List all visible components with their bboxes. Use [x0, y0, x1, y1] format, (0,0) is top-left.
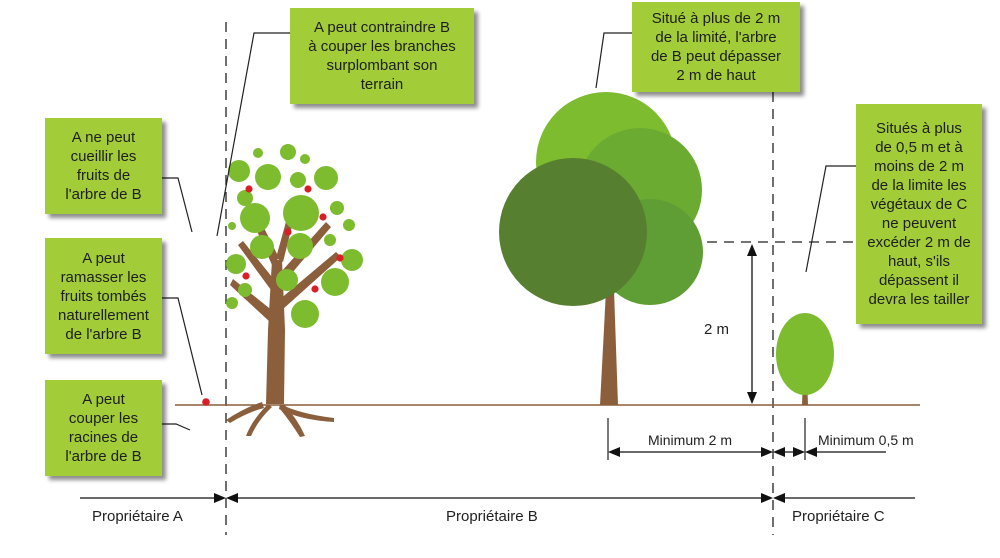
owner-b-label: Propriétaire B: [446, 508, 538, 525]
leader-pick-fruits: [162, 177, 193, 233]
leader-collect-fallen: [162, 297, 203, 396]
owner-a-label: Propriétaire A: [92, 508, 183, 525]
fruit-tree: [226, 144, 363, 437]
callout-small-plants: Situés à plus de 0,5 m et à moins de 2 m…: [856, 104, 982, 324]
leader-small-plants: [805, 165, 856, 273]
leader-cut-roots: [162, 423, 191, 431]
small-shrub: [776, 313, 834, 405]
callout-pick-fruits: A ne peut cueillir les fruits de l'arbre…: [45, 118, 162, 214]
min-05m-label: Minimum 0,5 m: [818, 432, 914, 448]
owner-c-span: [773, 493, 915, 503]
min-05m-arrow: [773, 447, 886, 457]
height-label: 2 m: [704, 321, 730, 338]
min-2m-label: Minimum 2 m: [648, 432, 733, 448]
owner-a-span: [80, 493, 226, 503]
height-measure-arrow: [747, 244, 757, 404]
leader-force-prune: [216, 32, 290, 237]
owner-b-span: [226, 493, 773, 503]
large-tree: [499, 92, 703, 405]
min-2m-arrow: [608, 447, 773, 457]
callout-collect-fallen: A peut ramasser les fruits tombés nature…: [45, 238, 162, 354]
owner-c-label: Propriétaire C: [792, 508, 885, 525]
callout-tall-tree: Situé à plus de 2 m de la limité, l'arbr…: [632, 2, 800, 92]
leader-tall-tree: [595, 32, 632, 89]
callout-cut-roots: A peut couper les racines de l'arbre de …: [45, 380, 162, 476]
fallen-fruit: [202, 398, 210, 406]
callout-force-prune: A peut contraindre B à couper les branch…: [290, 8, 474, 104]
